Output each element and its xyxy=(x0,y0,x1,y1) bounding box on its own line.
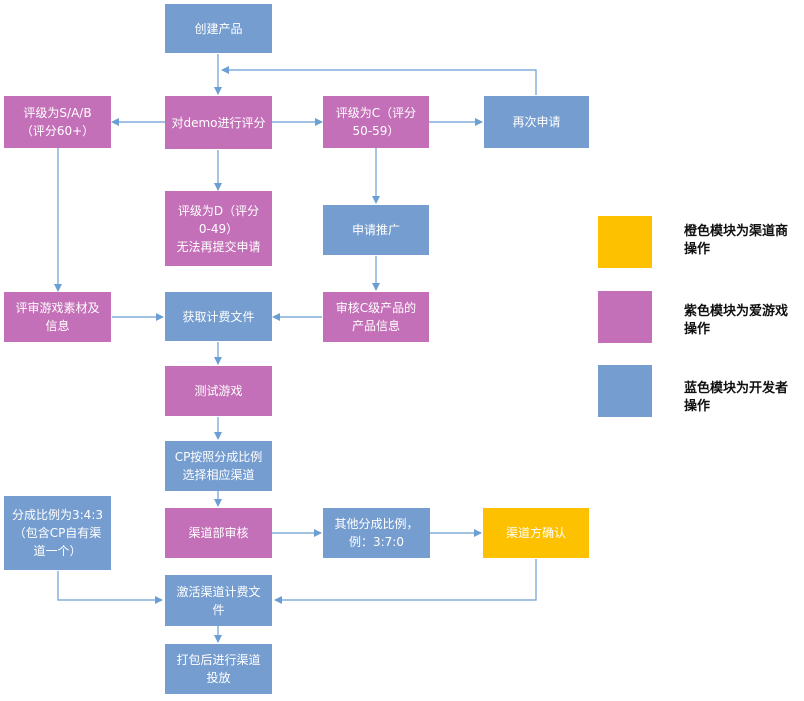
node-grade-sab[interactable]: 评级为S/A/B （评分60+） xyxy=(4,96,111,148)
node-other-ratio[interactable]: 其他分成比例， 例：3:7:0 xyxy=(323,508,430,558)
node-package-deploy[interactable]: 打包后进行渠道 投放 xyxy=(165,644,272,694)
node-review-c-product[interactable]: 审核C级产品的 产品信息 xyxy=(323,292,429,342)
legend-swatch-orange xyxy=(598,216,652,268)
node-test-game[interactable]: 测试游戏 xyxy=(165,366,272,416)
node-get-billing-file[interactable]: 获取计费文件 xyxy=(165,292,272,341)
legend-label-blue: 蓝色模块为开发者 操作 xyxy=(684,381,789,414)
node-ratio-343[interactable]: 分成比例为3:4:3 （包含CP自有渠 道一个） xyxy=(4,496,111,570)
legend-label-purple: 紫色模块为爱游戏 操作 xyxy=(684,304,789,337)
node-grade-d[interactable]: 评级为D（评分 0-49） 无法再提交申请 xyxy=(165,191,272,266)
node-channel-confirm[interactable]: 渠道方确认 xyxy=(483,508,589,558)
node-apply-promotion[interactable]: 申请推广 xyxy=(323,205,429,255)
node-channel-review[interactable]: 渠道部审核 xyxy=(165,508,272,558)
node-activate-billing-file[interactable]: 激活渠道计费文 件 xyxy=(165,575,272,626)
legend-label-orange: 橙色模块为渠道商 操作 xyxy=(684,224,789,257)
arrow-reapply-to-rate xyxy=(221,66,537,95)
node-grade-c[interactable]: 评级为C（评分 50-59） xyxy=(323,96,429,148)
node-rate-demo[interactable]: 对demo进行评分 xyxy=(165,96,272,149)
arrow-ratio343-to-activate xyxy=(57,571,163,604)
node-reapply[interactable]: 再次申请 xyxy=(484,96,589,148)
node-create-product[interactable]: 创建产品 xyxy=(165,4,272,53)
node-review-assets[interactable]: 评审游戏素材及 信息 xyxy=(4,292,111,342)
legend-swatch-purple xyxy=(598,291,652,343)
node-cp-select-channel[interactable]: CP按照分成比例 选择相应渠道 xyxy=(165,441,272,491)
legend-swatch-blue xyxy=(598,365,652,417)
arrow-confirm-to-activate xyxy=(274,559,537,604)
